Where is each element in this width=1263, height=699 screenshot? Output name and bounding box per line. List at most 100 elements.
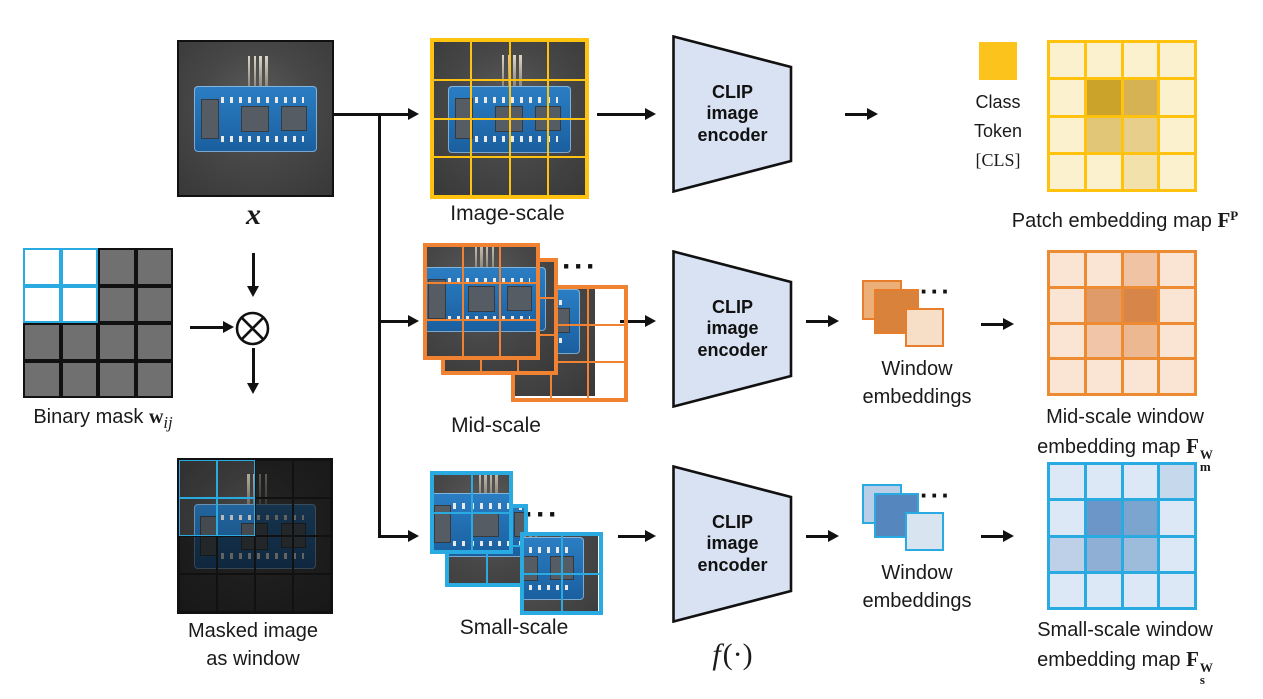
mid-map-symbol: F bbox=[1186, 433, 1199, 458]
input-symbol-label: x bbox=[246, 198, 261, 231]
mask-cell bbox=[60, 248, 98, 286]
masked-image bbox=[177, 458, 333, 614]
map-cell bbox=[1086, 288, 1121, 322]
pcb-solder-row bbox=[220, 514, 304, 521]
class-token-swatch bbox=[979, 42, 1017, 80]
small-map-superscript: W bbox=[1199, 659, 1213, 675]
pcb-chip bbox=[429, 280, 445, 318]
small-map-symbol: F bbox=[1186, 646, 1199, 671]
arrow-small-scale-to-encoder bbox=[618, 535, 647, 538]
mask-cell bbox=[98, 285, 136, 323]
image-scale-grid bbox=[433, 41, 586, 196]
map-cell bbox=[1123, 253, 1158, 286]
map-cell bbox=[1160, 288, 1194, 322]
map-cell bbox=[1123, 501, 1158, 535]
function-arg: (·) bbox=[722, 638, 753, 671]
encoder-line3: encoder bbox=[697, 124, 768, 145]
tensor-product-icon bbox=[235, 311, 270, 346]
mid-embeddings-line2: embeddings bbox=[862, 385, 972, 408]
pcb-chip bbox=[201, 99, 218, 138]
pcb-chip bbox=[468, 287, 495, 312]
arrow-mid-embeddings-to-map bbox=[981, 323, 1005, 326]
pcb-chip bbox=[201, 517, 218, 536]
image-scale-label: Image-scale bbox=[450, 202, 565, 225]
mask-cell bbox=[98, 360, 136, 398]
pcb-solder-row bbox=[448, 315, 531, 322]
pcb-solder-row bbox=[523, 584, 573, 591]
map-cell bbox=[1050, 80, 1084, 115]
mask-cell bbox=[135, 323, 173, 361]
arrowhead bbox=[247, 383, 259, 394]
masked-image-caption: Masked image as window bbox=[150, 618, 356, 673]
mid-map-subscript: m bbox=[1199, 458, 1211, 474]
small-map-subscript: s bbox=[1199, 671, 1205, 687]
map-cell bbox=[1050, 324, 1084, 358]
map-cell bbox=[1086, 465, 1121, 499]
map-cell bbox=[1160, 80, 1194, 115]
arrow-small-embeddings-to-map bbox=[981, 535, 1005, 538]
small-embeddings-line1: Window bbox=[881, 562, 953, 584]
arrowhead bbox=[828, 530, 839, 542]
map-cell bbox=[1050, 360, 1084, 393]
mask-cell bbox=[23, 248, 61, 286]
pcb-board bbox=[194, 504, 255, 536]
map-cell bbox=[1050, 465, 1084, 499]
map-cell bbox=[1160, 43, 1194, 78]
map-cell bbox=[1086, 80, 1121, 115]
arrow-mask-to-multiply bbox=[190, 326, 224, 329]
pcb-photo bbox=[179, 42, 332, 195]
pcb-solder-row bbox=[453, 540, 510, 547]
mask-cell bbox=[135, 285, 173, 323]
map-cell bbox=[1086, 253, 1121, 286]
small-scale-stack bbox=[430, 471, 610, 621]
map-cell bbox=[1123, 80, 1158, 115]
mask-cell bbox=[98, 323, 136, 361]
pcb-board bbox=[523, 537, 584, 601]
pcb-photo bbox=[426, 246, 537, 357]
clip-encoder-mid: CLIP image encoder bbox=[672, 250, 793, 408]
arrowhead bbox=[223, 321, 234, 333]
mid-map-caption-line1: Mid-scale window bbox=[1046, 406, 1204, 428]
binary-mask-subscript: ij bbox=[163, 413, 173, 432]
pcb-chip bbox=[434, 505, 450, 543]
arrow-x-to-multiply bbox=[252, 253, 255, 287]
small-embeddings-line2: embeddings bbox=[862, 589, 972, 612]
map-cell bbox=[1160, 324, 1194, 358]
small-scale-embedding-map bbox=[1047, 462, 1197, 610]
clip-encoder-label: CLIP image encoder bbox=[672, 250, 793, 408]
arrowhead bbox=[645, 108, 656, 120]
masked-image-window-region bbox=[179, 460, 255, 536]
pcb-solder-row bbox=[221, 96, 305, 103]
map-cell bbox=[1050, 253, 1084, 286]
map-cell bbox=[1086, 573, 1121, 607]
mask-cell bbox=[23, 323, 61, 361]
mid-scale-ellipsis: ··· bbox=[562, 250, 598, 283]
pcb-chip bbox=[512, 513, 513, 535]
encoder-line2: image bbox=[706, 103, 759, 124]
pcb-solder-row bbox=[523, 547, 573, 554]
arrow-encoder-to-mid-embeddings bbox=[806, 320, 830, 323]
small-scale-label: Small-scale bbox=[459, 616, 569, 639]
mid-map-superscript: W bbox=[1199, 446, 1213, 462]
map-cell bbox=[1123, 537, 1158, 571]
pcb-solder-row bbox=[475, 96, 559, 103]
mid-scale-window-1 bbox=[423, 243, 540, 360]
map-cell bbox=[1160, 537, 1194, 571]
arrowhead bbox=[645, 530, 656, 542]
patch-map-caption-text: Patch embedding map bbox=[1011, 210, 1212, 232]
arrowhead bbox=[1003, 530, 1014, 542]
map-cell bbox=[1086, 324, 1121, 358]
encoder-line1: CLIP bbox=[711, 512, 753, 533]
map-cell bbox=[1123, 117, 1158, 152]
clip-encoder-label: CLIP image encoder bbox=[672, 465, 793, 623]
arrow-image-scale-to-encoder bbox=[597, 113, 647, 116]
mid-embeddings-ellipsis: ··· bbox=[920, 276, 952, 306]
encoder-line3: encoder bbox=[697, 339, 768, 360]
map-cell bbox=[1160, 360, 1194, 393]
map-cell bbox=[1123, 465, 1158, 499]
arrowhead bbox=[408, 108, 419, 120]
pcb-chip bbox=[508, 287, 532, 310]
